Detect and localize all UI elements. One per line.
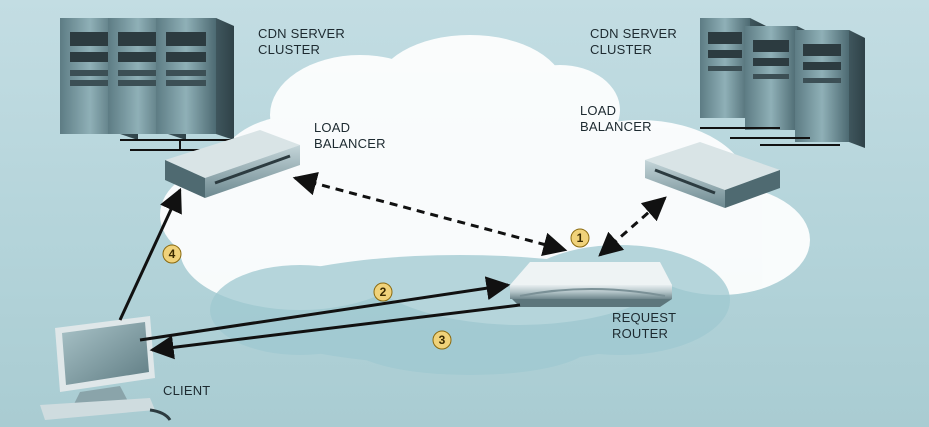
step-number: 4 — [169, 247, 176, 261]
request-router-label: REQUEST ROUTER — [612, 310, 676, 342]
label-line: REQUEST — [612, 310, 677, 325]
step-badge-3: 3 — [432, 330, 452, 350]
step-number: 1 — [577, 231, 584, 245]
server-tower — [795, 30, 865, 148]
label-line: CDN SERVER — [590, 26, 678, 41]
client-label: CLIENT — [163, 383, 211, 398]
label-line: ROUTER — [612, 326, 669, 341]
client-computer — [40, 316, 172, 421]
request-router — [510, 262, 672, 307]
label-line: LOAD — [580, 103, 617, 118]
arrow-router-client — [149, 303, 521, 360]
server-tower — [156, 18, 234, 140]
load-balancer-left — [165, 130, 300, 198]
cdn-server-cluster-left-label: CDN SERVER CLUSTER — [258, 26, 345, 58]
server-cluster-right — [700, 18, 865, 148]
label-line: CDN SERVER — [258, 26, 346, 41]
arrows — [118, 171, 667, 360]
step-badge-4: 4 — [162, 244, 182, 264]
label-line: CLUSTER — [590, 42, 653, 57]
cdn-server-cluster-right-label: CDN SERVER CLUSTER — [590, 26, 677, 58]
label-line: BALANCER — [314, 136, 386, 151]
load-balancer-right — [645, 142, 780, 208]
label-line: LOAD — [314, 120, 351, 135]
step-badge-2: 2 — [373, 282, 393, 302]
arrow-router-lb-right — [598, 196, 667, 257]
arrow-client-lb-left — [118, 187, 182, 321]
load-balancer-right-label: LOAD BALANCER — [580, 103, 652, 135]
load-balancer-left-label: LOAD BALANCER — [314, 120, 386, 152]
label-line: CLUSTER — [258, 42, 321, 57]
step-badge-1: 1 — [570, 228, 590, 248]
label-line: BALANCER — [580, 119, 652, 134]
step-number: 2 — [380, 285, 387, 299]
arrow-lb-left-router — [292, 171, 568, 257]
server-cluster-left — [60, 18, 260, 151]
arrow-client-router — [139, 276, 511, 342]
step-number: 3 — [439, 333, 446, 347]
